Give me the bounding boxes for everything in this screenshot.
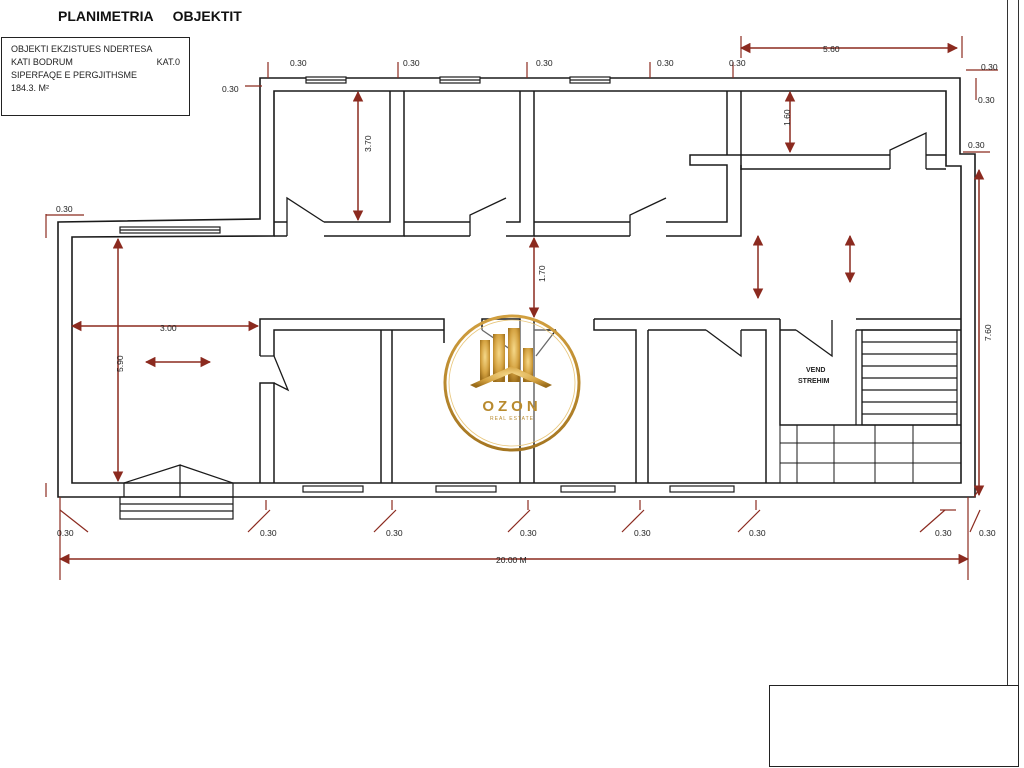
stairs <box>855 329 958 426</box>
entry-steps <box>119 464 234 520</box>
dim-0-30-top-3: 0.30 <box>536 58 553 68</box>
dim-0-30-right-1: 0.30 <box>981 62 998 72</box>
dim-0-30-bottom-2: 0.30 <box>260 528 277 538</box>
dim-7-60: 7.60 <box>983 324 993 341</box>
dim-0-30-bottom-6: 0.30 <box>749 528 766 538</box>
dim-0-30-top-5: 0.30 <box>729 58 746 68</box>
dim-0-30-left-mid: 0.30 <box>56 204 73 214</box>
shelter-label-2: STREHIM <box>798 378 830 385</box>
info-floor: KATI BODRUM <box>11 57 73 67</box>
lower-doors <box>260 320 833 392</box>
page-title: PLANIMETRIA OBJEKTIT <box>58 8 242 24</box>
dim-0-30-top-2: 0.30 <box>403 58 420 68</box>
page-border <box>1007 0 1019 686</box>
watermark-logo: OZON REAL ESTATE <box>443 314 581 452</box>
dim-0-30-left-top: 0.30 <box>222 84 239 94</box>
dim-3-00: 3.00 <box>160 323 177 333</box>
info-area: 184.3. M² <box>11 83 50 93</box>
windows <box>119 76 735 493</box>
dim-1-70: 1.70 <box>537 265 547 282</box>
dim-5-90: 5.90 <box>115 355 125 372</box>
info-level: KAT.0 <box>156 57 180 67</box>
dim-0-30-bottom-7: 0.30 <box>935 528 952 538</box>
dim-0-30-top-1: 0.30 <box>290 58 307 68</box>
dim-0-30-top-4: 0.30 <box>657 58 674 68</box>
dim-3-70: 3.70 <box>363 135 373 152</box>
dim-0-30-right-3: 0.30 <box>968 140 985 150</box>
dim-5-60: 5.60 <box>823 44 840 54</box>
dimension-lines <box>58 42 985 565</box>
info-line-2: KATI BODRUM KAT.0 <box>11 56 180 69</box>
dim-0-30-bottom-8: 0.30 <box>979 528 996 538</box>
upper-doors <box>286 131 927 236</box>
dim-0-30-bottom-4: 0.30 <box>520 528 537 538</box>
tile-grid <box>779 425 961 484</box>
info-box: OBJEKTI EKZISTUES NDERTESA KATI BODRUM K… <box>1 37 190 116</box>
title-block <box>769 685 1019 767</box>
info-line-3: SIPERFAQE E PERGJITHSME <box>11 70 138 80</box>
info-line-1: OBJEKTI EKZISTUES NDERTESA <box>11 44 153 54</box>
shelter-label-1: VEND <box>806 367 825 374</box>
dim-0-30-right-2: 0.30 <box>978 95 995 105</box>
upper-rooms <box>274 91 946 237</box>
dim-0-30-bottom-1: 0.30 <box>57 528 74 538</box>
watermark-brand: OZON <box>482 398 541 415</box>
building-icon <box>470 328 552 388</box>
title-word-1: PLANIMETRIA <box>58 8 154 24</box>
tick-marks <box>45 36 998 580</box>
dim-0-30-bottom-5: 0.30 <box>634 528 651 538</box>
watermark-sub: REAL ESTATE <box>490 416 534 422</box>
dim-total: 20.00 M <box>496 555 527 565</box>
dim-0-30-bottom-3: 0.30 <box>386 528 403 538</box>
dim-1-60: 1.60 <box>782 109 792 126</box>
title-word-2: OBJEKTIT <box>172 8 242 24</box>
